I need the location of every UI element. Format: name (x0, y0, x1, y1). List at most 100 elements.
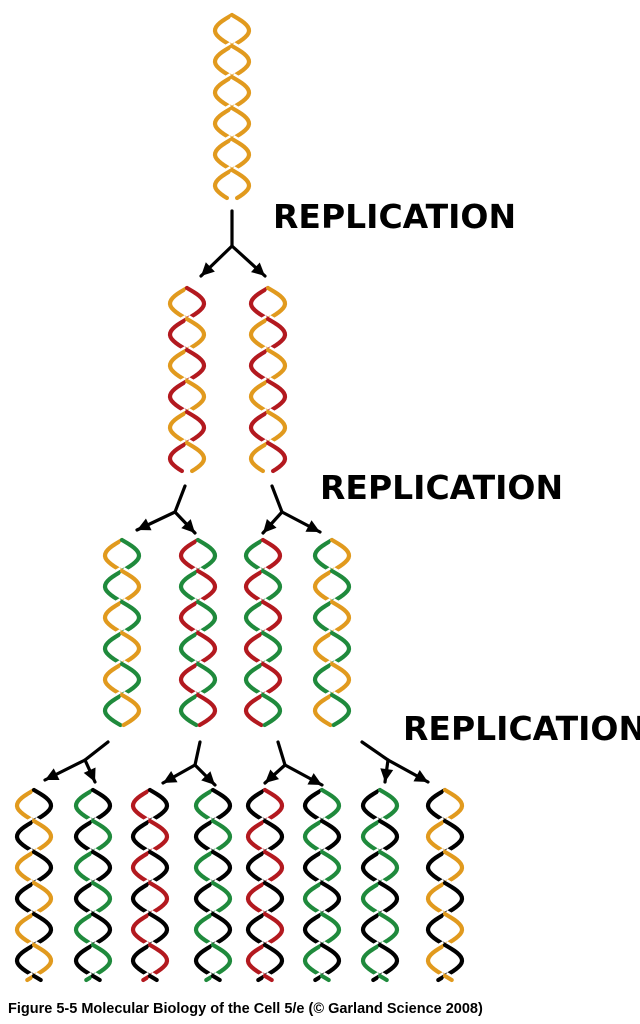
strand-a (184, 347, 207, 383)
strand-a (245, 942, 268, 978)
strand-b (31, 880, 54, 916)
fork-right-arrowhead (307, 773, 322, 785)
strand-b (90, 880, 113, 916)
fork-stem (173, 484, 187, 514)
strand-a (319, 911, 342, 947)
strand-b (248, 347, 271, 383)
strand-a (147, 911, 170, 947)
strand-b (265, 440, 288, 474)
strand-a (425, 880, 448, 916)
strand-b (377, 942, 400, 978)
strand-a (442, 911, 465, 947)
strand-a (147, 973, 159, 983)
fork-right-arrowhead (413, 770, 428, 782)
strand-a (302, 818, 325, 854)
dna-helix-gen1-2 (246, 284, 290, 475)
strand-b (302, 787, 325, 823)
strand-b (184, 316, 207, 352)
strand-b (73, 849, 96, 885)
strand-b (262, 880, 285, 916)
strand-a (210, 911, 233, 947)
strand-a (14, 818, 37, 854)
strand-b (243, 661, 266, 697)
strand-a (210, 787, 233, 823)
strand-a (248, 378, 271, 414)
strand-a (193, 880, 216, 916)
strand-a (193, 942, 216, 978)
strand-b (147, 818, 170, 854)
strand-a (212, 167, 235, 201)
fork-left-arrowhead (380, 768, 394, 782)
strand-a (178, 692, 201, 728)
strand-a (130, 942, 153, 978)
strand-a (119, 599, 142, 635)
strand-a (265, 285, 288, 321)
strand-b (210, 880, 233, 916)
strand-a (319, 973, 331, 983)
strand-a (73, 818, 96, 854)
strand-a (210, 849, 233, 885)
fork-stem (360, 740, 390, 762)
strand-a (195, 599, 218, 635)
strand-a (312, 692, 335, 728)
strand-b (210, 818, 233, 854)
strand-a (312, 568, 335, 604)
strand-a (243, 630, 266, 666)
replication-label-1: REPLICATION (273, 197, 516, 236)
strand-b (167, 285, 190, 321)
strand-a (167, 316, 190, 352)
strand-b (442, 880, 465, 916)
strand-b (130, 911, 153, 947)
strand-a (229, 12, 252, 48)
strand-a (90, 911, 113, 947)
strand-a (147, 787, 170, 823)
replication-label-3: REPLICATION (403, 709, 640, 748)
strand-b (31, 818, 54, 854)
strand-a (262, 911, 285, 947)
strand-a (195, 537, 218, 573)
strand-b (119, 568, 142, 604)
strand-b (425, 911, 448, 947)
strand-b (262, 942, 285, 978)
strand-a (243, 568, 266, 604)
strand-b (212, 12, 235, 48)
dna-helix-gen3-1 (12, 786, 56, 984)
helix-layer (12, 11, 467, 984)
strand-a (90, 973, 102, 983)
strand-a (360, 942, 383, 978)
strand-a (377, 849, 400, 885)
strand-a (425, 942, 448, 978)
strand-a (195, 661, 218, 697)
strand-b (178, 599, 201, 635)
strand-b (442, 818, 465, 854)
strand-b (265, 378, 288, 414)
strand-a (319, 849, 342, 885)
strand-a (229, 136, 252, 172)
strand-a (212, 105, 235, 141)
strand-b (329, 692, 352, 728)
dna-helix-gen3-6 (300, 786, 344, 984)
strand-b (184, 440, 207, 474)
strand-b (425, 787, 448, 823)
strand-b (229, 43, 252, 79)
strand-a (243, 692, 266, 728)
strand-a (302, 942, 325, 978)
strand-a (14, 942, 37, 978)
strand-b (193, 911, 216, 947)
strand-a (167, 440, 190, 474)
strand-a (73, 880, 96, 916)
strand-b (312, 661, 335, 697)
strand-a (329, 661, 352, 697)
strand-a (260, 661, 283, 697)
replication-fork-3a (43, 740, 110, 784)
strand-b (377, 880, 400, 916)
strand-a (329, 537, 352, 573)
dna-helix-gen3-3 (128, 786, 172, 984)
strand-a (102, 630, 125, 666)
strand-a (31, 973, 43, 983)
fork-left-arrowhead (201, 262, 215, 276)
strand-b (442, 942, 465, 978)
strand-a (265, 347, 288, 383)
strand-a (90, 849, 113, 885)
fork-right-arrowhead (305, 520, 320, 532)
